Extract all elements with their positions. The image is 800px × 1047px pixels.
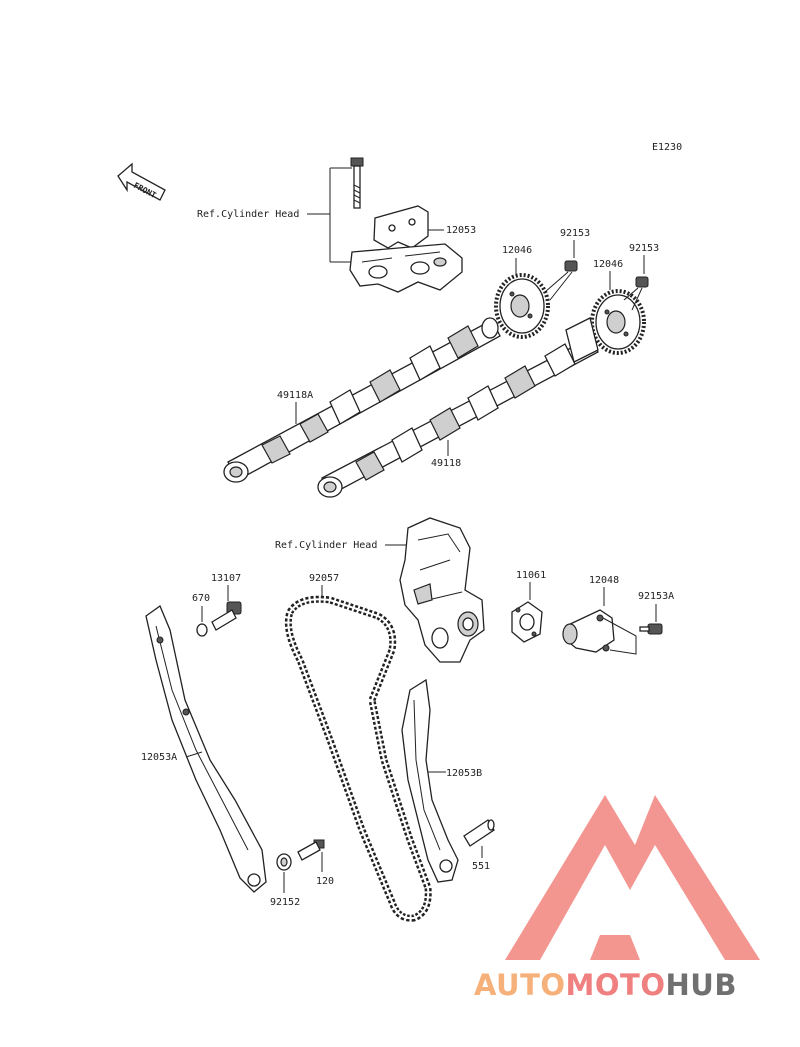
ref-cylinder-head-mid: Ref.Cylinder Head [275, 540, 377, 551]
diagram-code: E1230 [652, 142, 682, 153]
cam-cap-12053 [373, 205, 429, 249]
label-551: 551 [472, 861, 490, 872]
sprocket-bolt-left [564, 260, 578, 272]
chain-tensioner-12048 [562, 609, 615, 653]
guide-bolt-120 [297, 839, 325, 861]
cam-sprocket-right [590, 289, 646, 355]
label-12053A: 12053A [141, 752, 177, 763]
dowel-pin-551 [463, 819, 495, 847]
label-92153-right: 92153 [629, 243, 659, 254]
label-92152: 92152 [270, 897, 300, 908]
watermark-hub: HUB [666, 968, 737, 1002]
label-12053B: 12053B [446, 768, 482, 779]
sprocket-bolt-right [635, 276, 649, 288]
label-49118: 49118 [431, 458, 461, 469]
label-12048: 12048 [589, 575, 619, 586]
watermark-auto: AUTO [474, 968, 566, 1002]
cam-chain-92057 [284, 595, 432, 922]
tensioner-bolt-92153A [639, 623, 663, 635]
front-arrow-icon: FRONT [117, 162, 166, 201]
cam-sprocket-left [494, 273, 550, 339]
ref-bracket-top [307, 167, 352, 263]
label-49118A: 49118A [277, 390, 313, 401]
label-13107: 13107 [211, 573, 241, 584]
label-92153-left: 92153 [560, 228, 590, 239]
cam-carrier [349, 243, 463, 293]
ref-cylinder-head-top: Ref.Cylinder Head [197, 209, 299, 220]
watermark-moto: MOTO [566, 968, 666, 1002]
camshaft-49118 [317, 317, 599, 498]
o-ring-670 [196, 623, 208, 637]
label-11061: 11061 [516, 570, 546, 581]
camshaft-49118A [223, 317, 501, 483]
label-12046-right: 12046 [593, 259, 623, 270]
label-670: 670 [192, 593, 210, 604]
cylinder-head-section [399, 517, 485, 663]
label-92057: 92057 [309, 573, 339, 584]
watermark-text: AUTOMOTOHUB [474, 968, 737, 1002]
chain-guide-12053A [145, 604, 267, 893]
automotohub-logo [505, 795, 760, 960]
label-12053: 12053 [446, 225, 476, 236]
cam-cap-bolt [350, 157, 364, 209]
pivot-bolt-13107 [211, 601, 242, 631]
chain-guide-12053B [401, 678, 459, 883]
label-12046-left: 12046 [502, 245, 532, 256]
label-92153A: 92153A [638, 591, 674, 602]
collar-92152 [276, 853, 292, 871]
gasket-11061 [511, 601, 543, 643]
label-120: 120 [316, 876, 334, 887]
